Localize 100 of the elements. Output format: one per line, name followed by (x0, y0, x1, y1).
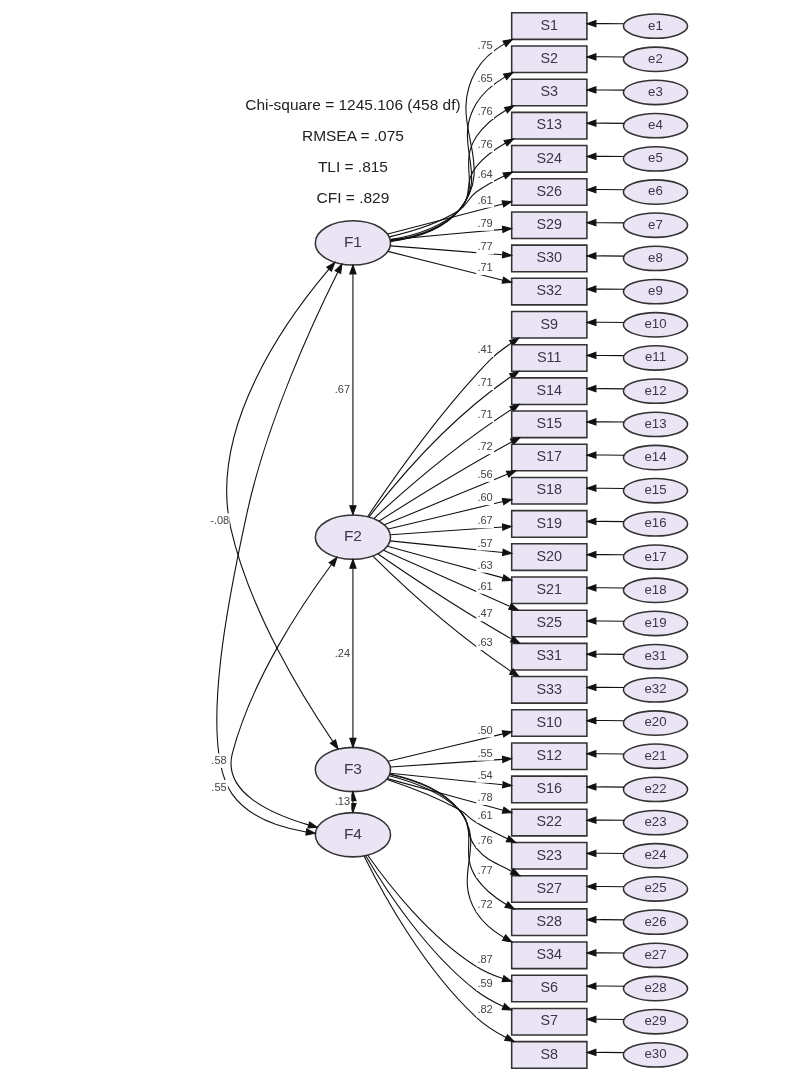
node-ellipse: e31 (622, 643, 688, 670)
arrow (584, 915, 624, 924)
node-ellipse: e24 (622, 842, 688, 869)
node-ellipse: e7 (622, 212, 688, 239)
arrow (584, 152, 624, 161)
arrow (389, 772, 513, 789)
label: RMSEA = .075 (301, 126, 404, 144)
arrow (584, 749, 624, 758)
arrow (363, 855, 515, 1043)
edge-label: .65 (476, 71, 493, 84)
node-ellipse: e22 (622, 776, 688, 803)
edge-label: .67 (476, 514, 493, 527)
edge-label: .76 (476, 138, 493, 151)
edge-label: .76 (476, 105, 493, 118)
arrow (367, 370, 520, 518)
edge-label: .82 (476, 1003, 493, 1016)
arrow (229, 556, 338, 829)
edge-label: .24 (334, 646, 350, 659)
node-ellipse: e5 (622, 145, 688, 172)
arrow (584, 849, 624, 858)
arrow (386, 545, 513, 582)
arrow (348, 790, 357, 814)
arrow (584, 716, 624, 725)
arrow (584, 650, 624, 659)
node-ellipse: e28 (622, 975, 688, 1002)
node-box: S10 (510, 709, 588, 738)
edge-label: .77 (476, 864, 493, 877)
arrow (584, 384, 624, 393)
node-ellipse: e25 (622, 876, 688, 902)
node-ellipse: e27 (622, 942, 688, 969)
edge-label: .71 (476, 261, 493, 274)
node-box: S30 (510, 244, 588, 273)
arrow (584, 882, 624, 891)
node-ellipse: e4 (622, 112, 688, 139)
arrow (389, 245, 513, 259)
node-ellipse: e18 (622, 577, 688, 604)
edge-label: .55 (210, 780, 227, 793)
node-ellipse: e13 (622, 411, 688, 438)
node-ellipse: e32 (622, 676, 688, 703)
node-box: S3 (510, 78, 588, 107)
edge-label: .61 (476, 193, 493, 206)
arrow (389, 523, 513, 536)
edge-label: .71 (476, 376, 493, 389)
arrow (388, 171, 514, 238)
node-box: S2 (510, 45, 588, 74)
node-box: S11 (510, 343, 588, 372)
node-box: S23 (510, 841, 588, 870)
node-ellipse: e12 (622, 378, 688, 405)
edge-label: .41 (476, 342, 493, 355)
arrow (584, 1015, 624, 1024)
node-box: S16 (510, 775, 588, 804)
arrow (584, 617, 624, 625)
edge-label: .75 (476, 38, 493, 51)
node-box: S32 (510, 277, 588, 306)
arrow (584, 285, 624, 293)
node-box: S21 (510, 576, 588, 605)
node-ellipse: e21 (622, 743, 688, 770)
node-ellipse: e2 (622, 46, 688, 73)
edge-label: .78 (476, 791, 493, 804)
node-box: S14 (510, 377, 588, 406)
arrow (584, 683, 624, 692)
node-ellipse: e17 (622, 544, 688, 571)
label: CFI = .829 (316, 188, 389, 206)
arrow (386, 200, 513, 235)
arrow (388, 774, 516, 910)
edge-label: .55 (476, 746, 493, 759)
node-box: S20 (510, 543, 588, 572)
arrow (584, 19, 624, 28)
node-ellipse: e10 (622, 311, 688, 338)
node-box: S31 (510, 642, 588, 671)
node-ellipse: e30 (622, 1041, 688, 1068)
arrow (584, 550, 624, 559)
node-ellipse: F3 (314, 746, 391, 793)
node-box: S24 (510, 144, 588, 173)
arrow (584, 86, 624, 94)
node-box: S6 (510, 974, 588, 1003)
node-box: S12 (510, 742, 588, 771)
node-box: S28 (510, 908, 588, 937)
arrow (386, 250, 513, 284)
node-ellipse: e14 (622, 444, 688, 471)
arrow (584, 318, 624, 327)
node-box: S17 (510, 443, 588, 472)
node-ellipse: e11 (622, 345, 688, 371)
arrow (388, 773, 513, 943)
edge-label: .47 (476, 607, 493, 620)
edge-label: .67 (334, 383, 350, 396)
node-ellipse: e3 (622, 79, 688, 106)
arrow (364, 855, 513, 1011)
arrow (226, 261, 339, 751)
node-ellipse: e19 (622, 610, 688, 637)
node-ellipse: e6 (622, 179, 688, 205)
edge-label: .71 (476, 408, 493, 421)
edge-label: .54 (476, 768, 493, 781)
arrow (584, 1048, 624, 1057)
arrow (389, 755, 513, 768)
arrow (584, 982, 624, 990)
node-box: S29 (510, 211, 588, 240)
edge-label: .79 (476, 216, 493, 229)
arrow (215, 262, 343, 836)
node-ellipse: e20 (622, 710, 688, 736)
